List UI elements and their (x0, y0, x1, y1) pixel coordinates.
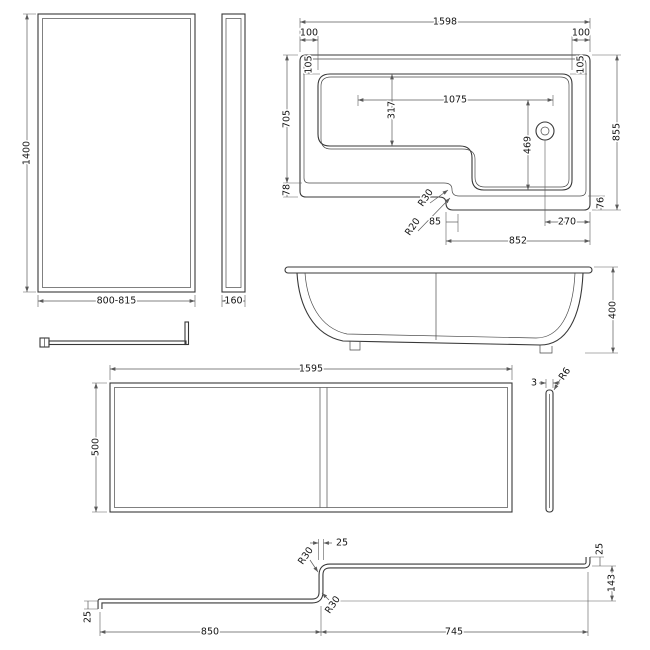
bath-bowl-inner-line (320, 76, 570, 188)
step-width-label: 25 (336, 538, 348, 549)
panel-height-dim-label: 500 (91, 438, 102, 456)
bath-height-dim-label: 400 (608, 301, 619, 319)
rim-left-dim-label: 78 (282, 184, 293, 196)
screen-plan-glass (48, 340, 187, 346)
bath-side-view: 400 (284, 266, 620, 354)
panel-corner-radius-leader (553, 377, 562, 391)
bath-plan-view: 1598 100 100 105 105 705 78 855 76 1075 … (280, 15, 624, 248)
width-right-dim-label: 855 (612, 123, 623, 141)
step-offset-dim-label: 85 (429, 217, 441, 228)
panel-length-dim-label: 1595 (299, 364, 323, 375)
panel-outline (109, 382, 513, 513)
panel-return-depth-label: 143 (607, 574, 618, 592)
bath-feet (349, 341, 553, 354)
radius-outer-label: R30 (416, 187, 436, 209)
inner-length-dim-label: 1075 (443, 95, 467, 106)
screen-front-view: 1400 800-815 (20, 13, 196, 308)
radius-inner-label: R20 (403, 216, 423, 238)
screen-side-width-dim-label: 160 (224, 296, 242, 307)
inset-top-left-dim-label: 100 (300, 28, 318, 39)
panel-end-return-left-label: 25 (83, 611, 94, 623)
panel-plan-strip-inner (98, 557, 590, 609)
screen-extension-lines (23, 13, 196, 307)
panel-inner-outline (114, 387, 508, 508)
screen-plan-view (39, 321, 190, 348)
panel-plan-view: 25 R30 R30 850 745 143 25 25 (81, 536, 619, 639)
radius-inner-leader (417, 197, 451, 232)
bath-bowl-outline (317, 73, 573, 191)
panel-corner-radius-label: R6 (557, 366, 573, 383)
panel-right-length-label: 745 (445, 627, 463, 638)
inset-top-right-dim-label: 100 (572, 28, 590, 39)
screen-width-dim-label: 800-815 (97, 296, 137, 307)
panel-extension-lines (92, 365, 513, 513)
screen-plan-return (184, 321, 190, 346)
panel-edge-outline (545, 389, 554, 513)
screen-side-view: 160 (221, 13, 246, 308)
bath-rim-edge (284, 266, 593, 274)
inner-width-left-dim-label: 317 (387, 101, 398, 119)
screen-outline (37, 13, 196, 293)
front-panel-view: 1595 500 (89, 362, 513, 513)
width-left-dim-label: 705 (282, 110, 293, 128)
screen-side-inner-outline (225, 18, 242, 288)
bath-rim-inner-line (303, 58, 587, 197)
waste-inner-circle (540, 126, 550, 136)
radius-top-leader (309, 559, 319, 573)
panel-edge-view: 3 R6 (529, 364, 575, 513)
inset-side-left-dim-label: 105 (304, 55, 315, 73)
radius-top-label: R30 (296, 545, 316, 567)
waste-offset-dim-label: 270 (558, 217, 576, 228)
inset-side-right-dim-label: 105 (576, 55, 587, 73)
bath-body-outline (296, 272, 584, 346)
radius-bottom-leader (321, 592, 330, 601)
panel-end-return-right-label: 25 (595, 543, 606, 555)
panel-left-length-label: 850 (201, 627, 219, 638)
radius-outer-leader (429, 189, 449, 204)
panel-thickness-label: 3 (531, 378, 537, 389)
inner-width-right-dim-label: 469 (523, 136, 534, 154)
screen-side-outline (221, 13, 246, 293)
waste-circle (535, 121, 555, 141)
rim-right-dim-label: 76 (596, 197, 607, 209)
panel-edge-extension-lines (545, 379, 554, 388)
screen-height-dim-label: 1400 (22, 141, 33, 165)
panel-plan-extension-lines (84, 539, 616, 636)
bath-plan-extension-lines (283, 18, 621, 245)
bath-body-inner-line (304, 272, 576, 339)
length-dim-label: 1598 (433, 17, 457, 28)
bottom-length-dim-label: 852 (509, 236, 527, 247)
screen-inner-outline (42, 18, 191, 288)
